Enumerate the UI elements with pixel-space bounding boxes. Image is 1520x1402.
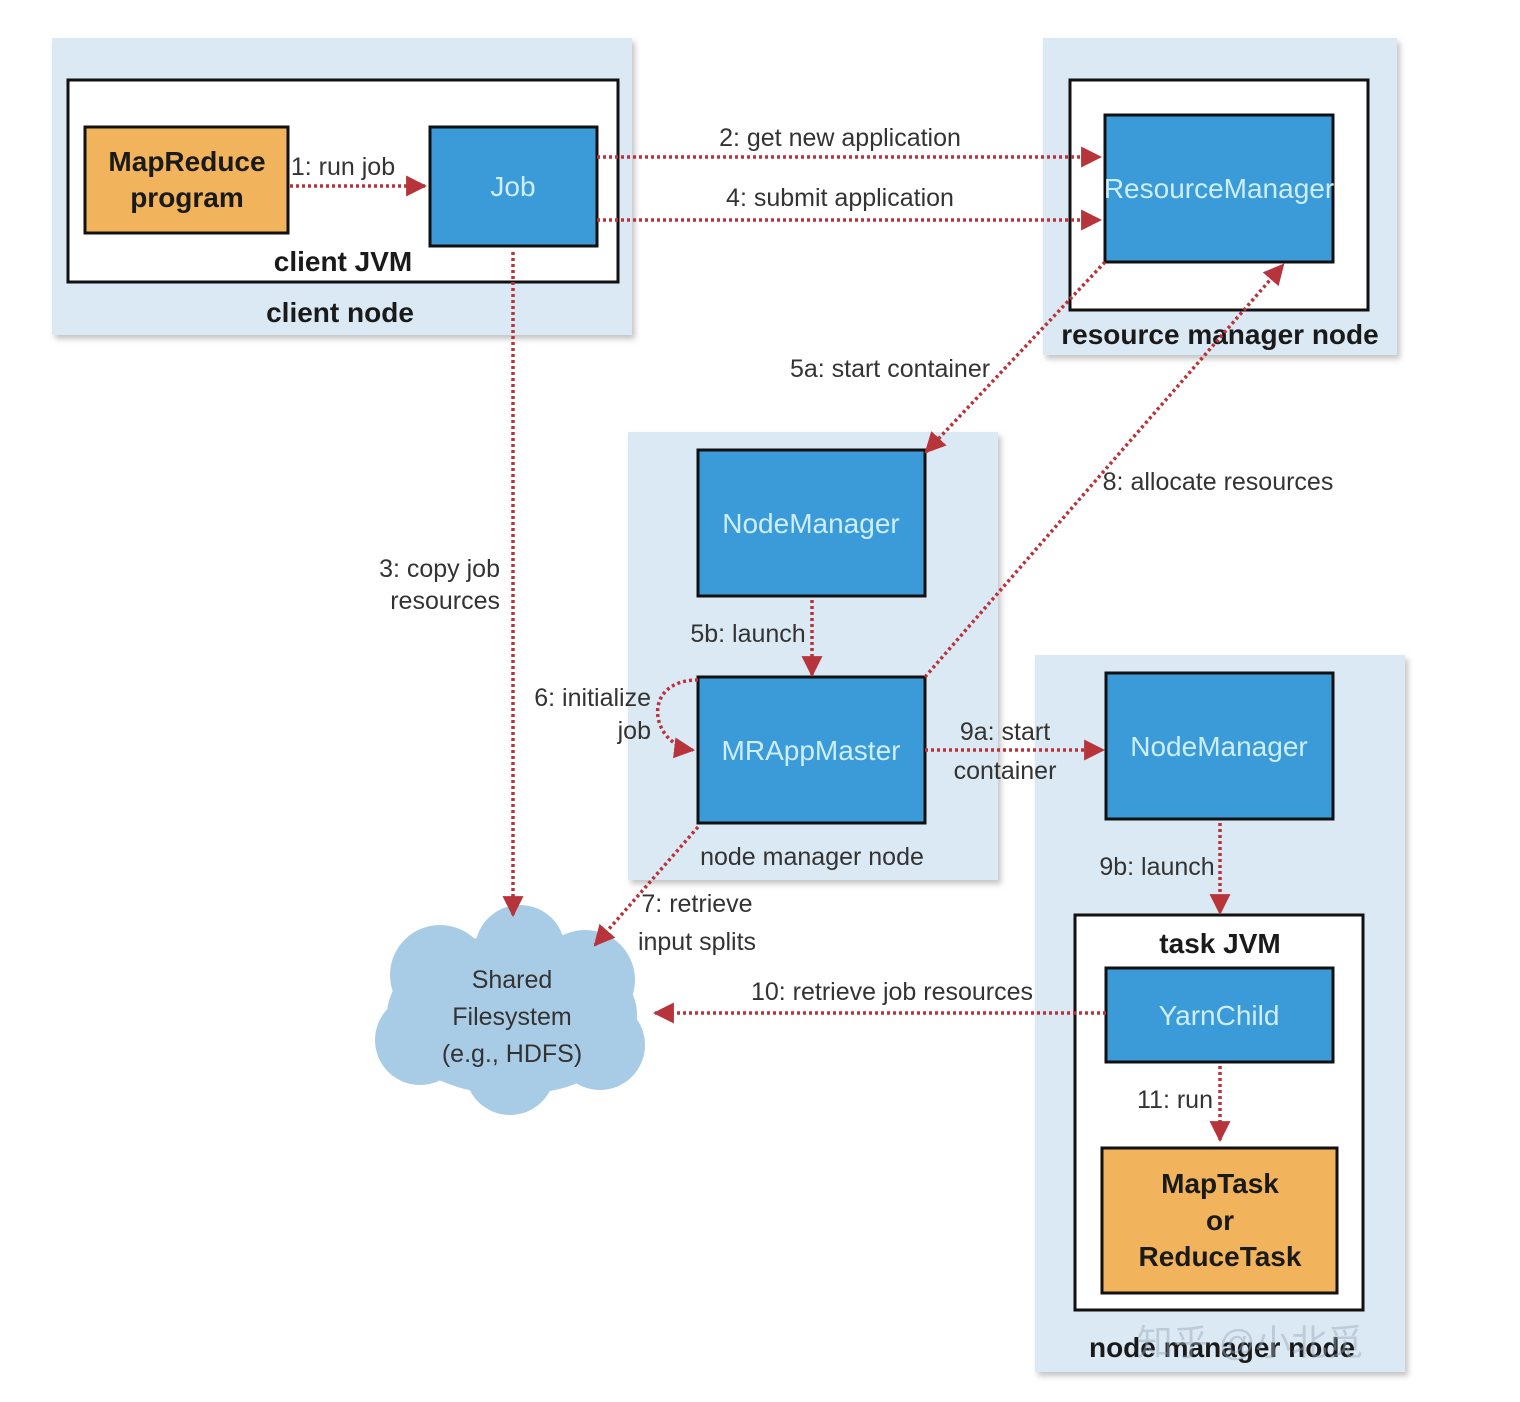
job-box — [428, 125, 599, 248]
mapreduce-program-box — [83, 125, 290, 235]
resource-manager-box — [1103, 113, 1335, 264]
edge-label-9a-line1: 9a: start — [960, 718, 1050, 746]
yarnchild-label: YarnChild — [1159, 1000, 1280, 1031]
resource-manager-label: ResourceManager — [1104, 173, 1334, 204]
edge-label-5a: 5a: start container — [790, 355, 990, 383]
arrow-allocate-resources — [923, 263, 1285, 679]
shared-fs-label-3: (e.g., HDFS) — [442, 1040, 582, 1068]
edge-label-5b: 5b: launch — [690, 620, 805, 648]
edge-label-8: 8: allocate resources — [1103, 468, 1334, 496]
task-box — [1100, 1146, 1339, 1295]
mrappmaster-box — [696, 675, 927, 825]
arrow-retrieve-input-splits — [593, 825, 700, 947]
edge-label-6-line1: 6: initialize — [534, 684, 651, 712]
edge-label-9b: 9b: launch — [1099, 853, 1214, 881]
shared-fs-label-2: Filesystem — [452, 1003, 571, 1031]
node-manager-label-1: NodeManager — [722, 508, 899, 539]
node-manager-box-1 — [696, 448, 927, 598]
yarnchild-box — [1104, 966, 1335, 1064]
arrow-start-container-5a — [924, 260, 1107, 454]
edge-label-10: 10: retrieve job resources — [751, 978, 1033, 1006]
task-label-1: MapTask — [1161, 1168, 1279, 1199]
watermark: 知乎 @小北觅 — [1137, 1322, 1364, 1363]
edge-label-1: 1: run job — [291, 153, 395, 181]
edge-label-11: 11: run — [1137, 1086, 1213, 1114]
shared-fs-label-1: Shared — [472, 966, 553, 994]
edge-label-2: 2: get new application — [719, 124, 961, 152]
node-manager-node-label-2: node manager node — [1089, 1332, 1355, 1363]
task-jvm-label: task JVM — [1159, 928, 1280, 959]
edge-label-9a-line2: container — [954, 757, 1057, 785]
job-label: Job — [490, 171, 535, 202]
edge-label-3-line2: resources — [390, 587, 500, 615]
node-manager-label-2: NodeManager — [1130, 731, 1307, 762]
client-jvm-label: client JVM — [274, 246, 412, 277]
client-node-label: client node — [266, 297, 414, 328]
mapreduce-program-label-1: MapReduce — [108, 146, 265, 177]
node-manager-box-2 — [1104, 671, 1335, 821]
mapreduce-program-label-2: program — [130, 182, 244, 213]
edge-label-6-line2: job — [617, 717, 651, 745]
task-label-3: ReduceTask — [1139, 1241, 1302, 1272]
edge-label-3-line1: 3: copy job — [379, 555, 500, 583]
mrappmaster-label: MRAppMaster — [722, 735, 901, 766]
resource-manager-node-label: resource manager node — [1061, 319, 1378, 350]
edge-label-4: 4: submit application — [726, 184, 954, 212]
node-manager-node-label-1: node manager node — [700, 843, 924, 871]
edge-label-7-line2: input splits — [638, 928, 756, 956]
shared-filesystem-cloud — [375, 905, 645, 1115]
task-label-2: or — [1206, 1205, 1234, 1236]
edge-label-7-line1: 7: retrieve — [641, 890, 752, 918]
